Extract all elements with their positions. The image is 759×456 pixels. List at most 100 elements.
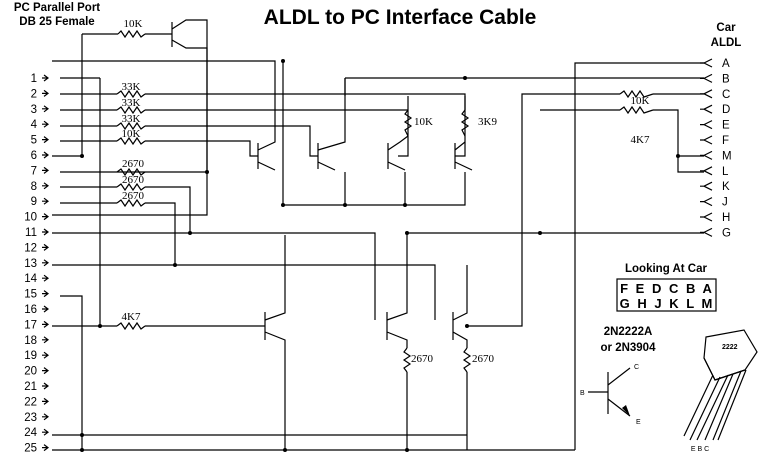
pc-pin-socket xyxy=(42,89,49,97)
pc-pin-label: 1 xyxy=(31,73,37,85)
pullup-2-label: 3K9 xyxy=(478,116,497,128)
pc-pin-socket xyxy=(42,290,49,298)
pc-pin-label: 4 xyxy=(31,119,38,131)
transistor-type-1: 2N2222A xyxy=(604,326,653,338)
pc-pin-socket xyxy=(42,397,49,405)
resistor-r8-label: 2670 xyxy=(122,174,145,186)
aldl-pin-label: D xyxy=(722,104,730,116)
aldl-pin-socket xyxy=(700,181,713,191)
aldl-pin-socket xyxy=(700,104,713,114)
aldl-pin-label: F xyxy=(722,135,729,147)
pc-pin-socket xyxy=(42,320,49,328)
pc-pin-label: 5 xyxy=(31,135,37,147)
pc-pin-label: 2 xyxy=(31,88,37,100)
junction-dots xyxy=(80,59,680,452)
resistor-r7-label: 2670 xyxy=(122,158,145,170)
aldl-pin-label: C xyxy=(722,89,730,101)
aldl-pin-label: G xyxy=(722,227,731,239)
resistor-r9-label: 2670 xyxy=(122,190,145,202)
aldl-pin-label: A xyxy=(722,58,730,70)
pc-pin-socket xyxy=(42,305,49,313)
pc-pin-label: 21 xyxy=(24,381,37,393)
resistor-r17-label: 4K7 xyxy=(122,311,141,323)
pc-pin-socket xyxy=(42,136,49,144)
pc-pin-label: 16 xyxy=(24,304,37,316)
aldl-pin-label: B xyxy=(722,73,730,85)
pc-pin-socket xyxy=(42,213,49,221)
pc-pin-label: 25 xyxy=(24,443,37,455)
aldl-pin-socket xyxy=(700,166,713,176)
pc-pin-socket xyxy=(42,444,49,452)
pc-pin-label: 6 xyxy=(31,150,37,162)
pc-pin-socket xyxy=(42,120,49,128)
pc-pin-label: 9 xyxy=(31,196,37,208)
to92-package-drawing xyxy=(683,329,758,441)
pc-pin-label: 22 xyxy=(24,396,37,408)
pc-pin-socket xyxy=(42,182,49,190)
pullup-1-label: 10K xyxy=(414,116,433,128)
aldl-pin-socket xyxy=(700,135,713,145)
transistor-type-2: or 2N3904 xyxy=(601,342,657,354)
pc-pin-socket xyxy=(42,428,49,436)
pc-pin-socket xyxy=(42,228,49,236)
package-lead-labels: E B C xyxy=(691,446,709,453)
pc-pin-socket xyxy=(42,74,49,82)
pc-pin-socket xyxy=(42,243,49,251)
pc-pin-socket xyxy=(42,351,49,359)
pc-pin-label: 23 xyxy=(24,412,37,424)
diagram-title: ALDL to PC Interface Cable xyxy=(264,6,537,29)
resistor-d-label: 10K xyxy=(631,95,650,107)
looking-at-car-title: Looking At Car xyxy=(625,263,708,275)
pc-pin-label: 7 xyxy=(31,165,37,177)
pc-pin-socket xyxy=(42,336,49,344)
pc-pin-label: 18 xyxy=(24,335,37,347)
pc-pin-label: 14 xyxy=(24,273,37,285)
pc-pin-label: 3 xyxy=(31,104,37,116)
pc-pin-label: 10 xyxy=(24,212,37,224)
aldl-pin-socket xyxy=(700,197,713,207)
aldl-pin-label: J xyxy=(722,197,728,209)
pc-pin-label: 12 xyxy=(24,242,37,254)
package-label: 2222 xyxy=(722,344,738,351)
symbol-base-label: B xyxy=(580,390,585,397)
aldl-pin-label: K xyxy=(722,181,730,193)
pc-pin-label: 13 xyxy=(24,258,37,270)
aldl-pin-label: E xyxy=(722,120,730,132)
resistor-e-label: 4K7 xyxy=(631,134,650,146)
pc-pin-socket xyxy=(42,151,49,159)
connector-face-box xyxy=(616,278,717,312)
pc-pin-socket xyxy=(42,367,49,375)
aldl-pin-label: L xyxy=(722,166,729,178)
pc-pin-label: 8 xyxy=(31,181,37,193)
resistor-r3-label: 33K xyxy=(122,97,141,109)
symbol-emitter-label: E xyxy=(636,419,641,426)
pc-pin-list: 1234567891011121314151617181920212223242… xyxy=(24,73,49,455)
pc-pin-socket xyxy=(42,166,49,174)
pc-pin-socket xyxy=(42,382,49,390)
aldl-pin-socket xyxy=(700,212,713,222)
symbol-collector-label: C xyxy=(634,364,639,371)
resistor-low1-label: 2670 xyxy=(411,353,434,365)
pc-pin-label: 17 xyxy=(24,319,37,331)
pc-port-header: PC Parallel Port xyxy=(14,2,100,14)
pc-pin-socket xyxy=(42,274,49,282)
aldl-header: ALDL xyxy=(711,37,742,49)
connector-row-2: G H J K L M xyxy=(620,296,715,311)
resistors xyxy=(116,29,654,373)
pc-pin-socket xyxy=(42,197,49,205)
pc-pin-socket xyxy=(42,259,49,267)
wiring xyxy=(52,19,704,451)
pc-pin-label: 15 xyxy=(24,289,37,301)
aldl-pin-label: M xyxy=(722,150,732,162)
pc-pin-label: 19 xyxy=(24,350,37,362)
transistor-symbol-legend xyxy=(588,367,631,417)
resistor-r5-label: 10K xyxy=(122,128,141,140)
pc-pin-label: 24 xyxy=(24,427,37,439)
car-header: Car xyxy=(716,22,736,34)
resistor-low2-label: 2670 xyxy=(472,353,495,365)
aldl-pin-socket xyxy=(700,120,713,130)
connector-row-1: F E D C B A xyxy=(620,281,714,296)
aldl-pin-label: H xyxy=(722,212,730,224)
resistor-top-label: 10K xyxy=(124,18,143,30)
